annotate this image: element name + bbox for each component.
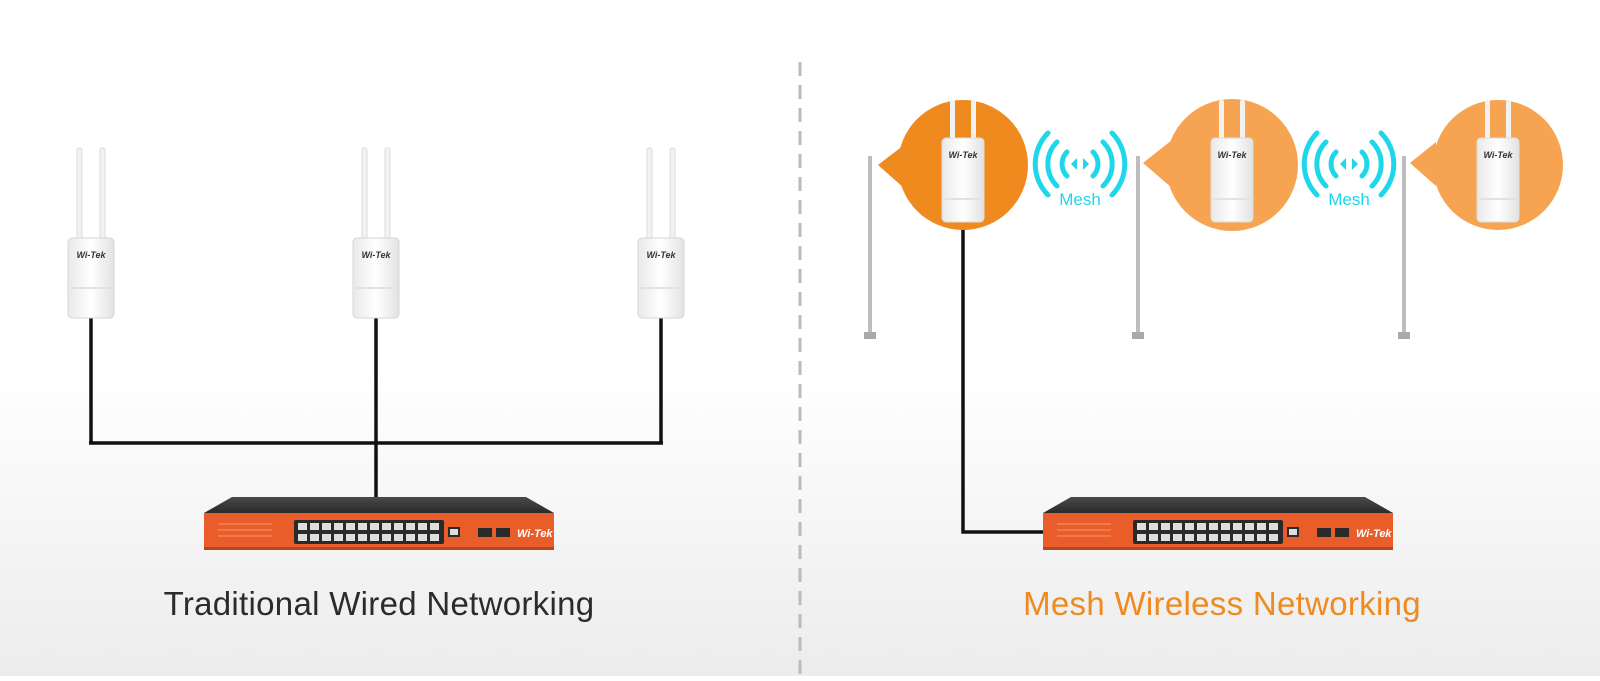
access-point-mesh-2 — [1210, 100, 1254, 223]
access-point-mesh-1 — [941, 100, 985, 223]
ap-brand-label: Wi-Tek — [948, 150, 978, 160]
uplink-cable — [961, 228, 1043, 534]
mesh-label-1: Mesh — [1059, 190, 1101, 209]
poles — [864, 156, 1410, 339]
switch-brand-label: Wi-Tek — [517, 528, 553, 540]
wired-cabling — [89, 316, 663, 498]
ap-brand-label: Wi-Tek — [1483, 150, 1513, 160]
switch-brand-label: Wi-Tek — [1356, 528, 1392, 540]
ap-brand-label: Wi-Tek — [646, 250, 676, 260]
switch-right — [1043, 497, 1393, 550]
wired-networking-caption: Traditional Wired Networking — [163, 585, 595, 622]
mesh-label-2: Mesh — [1328, 190, 1370, 209]
mesh-signal-icon-1 — [1032, 130, 1128, 198]
switch-left — [204, 497, 554, 550]
mesh-networking-caption: Mesh Wireless Networking — [1023, 585, 1421, 622]
ap-brand-label: Wi-Tek — [1217, 150, 1247, 160]
access-point-left-1 — [67, 147, 115, 319]
access-point-left-3 — [637, 147, 685, 319]
ap-brand-label: Wi-Tek — [76, 250, 106, 260]
access-point-left-2 — [352, 147, 400, 319]
ap-brand-label: Wi-Tek — [361, 250, 391, 260]
mesh-signal-icon-2 — [1301, 130, 1397, 198]
access-point-mesh-3 — [1476, 100, 1520, 223]
